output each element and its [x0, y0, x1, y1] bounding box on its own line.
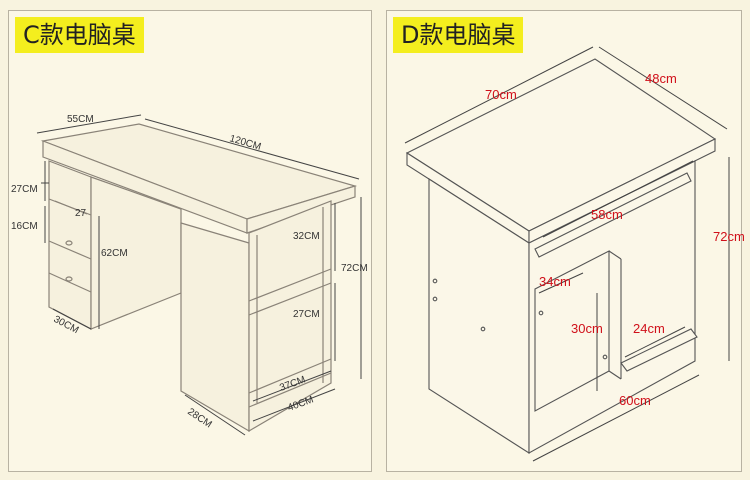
panel-d-title: D款电脑桌 — [393, 17, 524, 53]
d-dim-base-w: 60cm — [619, 393, 651, 408]
d-dim-inner-w: 34cm — [539, 274, 571, 289]
c-desk-top-side — [246, 185, 356, 234]
panel-c-desk: C款电脑桌 55CM — [8, 10, 372, 472]
d-desk-drawing: 70cm 48cm 58cm 72cm 34cm 30cm 24cm 60cm — [404, 46, 745, 462]
c-dim-total-h: 72CM — [341, 263, 368, 274]
d-dim-depth-top: 48cm — [645, 71, 677, 86]
c-dim-shelf-top-h: 32CM — [293, 231, 320, 242]
panel-d-desk: D款电脑桌 70cm 48cm 58cm 72cm — [386, 10, 745, 472]
c-dim-base-depth: 28CM — [185, 406, 213, 430]
c-dim-drawer-w: 27 — [75, 208, 87, 219]
d-keyboard-tray — [534, 172, 692, 258]
d-dim-inner-h: 30cm — [571, 321, 603, 336]
c-dim-shelf-bottom-h: 27CM — [293, 309, 320, 320]
c-dim-width-top: 120CM — [228, 133, 262, 152]
d-dim-shelf-w: 24cm — [633, 321, 665, 336]
d-dim-keyboard-w: 58cm — [591, 207, 623, 222]
d-lower-shelf — [620, 328, 698, 372]
d-desk-top-side — [528, 138, 716, 244]
c-dim-drawer-mid-h: 16CM — [11, 221, 38, 232]
c-dim-depth-top: 55CM — [67, 114, 94, 125]
c-shelf-unit-side — [180, 222, 250, 433]
c-dim-drawer-top-h: 27CM — [11, 184, 38, 195]
d-dim-total-h: 72cm — [713, 229, 745, 244]
panel-c-title: C款电脑桌 — [15, 17, 144, 53]
c-dim-drawer-unit-h: 62CM — [101, 248, 128, 259]
c-shelf-unit-front — [248, 200, 332, 433]
d-dim-width-top: 70cm — [485, 87, 517, 102]
c-desk-drawing: 55CM 120CM 27CM 27 16CM 62CM 30CM 32CM 2… — [11, 114, 368, 436]
